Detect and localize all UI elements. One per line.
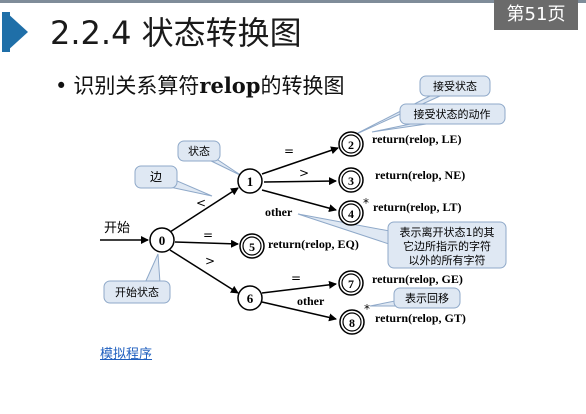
bullet-text-bold: relop [199, 73, 261, 98]
svg-text:6: 6 [247, 291, 254, 306]
bullet-dot: • [55, 74, 68, 98]
edge-6-7: = [261, 271, 337, 294]
edge-0-5: = [174, 228, 239, 248]
svg-text:以外的所有字符: 以外的所有字符 [409, 253, 486, 267]
svg-text:5: 5 [249, 240, 255, 254]
action-state-7: return(relop, GE) [372, 272, 463, 286]
svg-text:8: 8 [349, 316, 355, 330]
title-arrowhead-icon [6, 12, 28, 52]
page-number-badge: 第51页 [494, 0, 578, 30]
action-state-4: return(relop, LT) [373, 200, 461, 214]
callout-other: 表示离开状态1的其 它边所指示的字符 以外的所有字符 [297, 213, 507, 269]
svg-text:0: 0 [159, 233, 166, 248]
slide-title: 2.2.4 状态转换图 [50, 14, 302, 52]
state-0: 0 [149, 227, 175, 253]
svg-text:表示回移: 表示回移 [405, 291, 449, 305]
svg-text:=: = [203, 228, 213, 242]
callout-retract: 表示回移 [369, 287, 461, 309]
svg-text:4: 4 [348, 207, 354, 221]
svg-text:接受状态: 接受状态 [433, 79, 477, 93]
svg-text:1: 1 [247, 174, 254, 189]
state-1: 1 [237, 168, 263, 194]
bullet-text-plain: 识别关系算符 [73, 74, 200, 98]
simulation-program-link[interactable]: 模拟程序 [100, 347, 153, 362]
state-4-accepting: 4 [338, 200, 364, 226]
action-state-2: return(relop, LE) [372, 132, 462, 146]
svg-text:2: 2 [348, 138, 354, 152]
svg-text:边: 边 [150, 170, 162, 184]
state-8-accepting: 8 [339, 309, 365, 335]
action-state-8: return(relop, GT) [375, 311, 466, 325]
retract-marker-4: * [363, 196, 369, 210]
state-2-accepting: 2 [338, 131, 364, 157]
start-arrow: 开始 [100, 221, 149, 244]
svg-text:other: other [265, 205, 293, 219]
edge-1-4: other [261, 189, 337, 219]
retract-marker-8: * [364, 302, 370, 316]
state-3-accepting: 3 [338, 167, 364, 193]
bullet-line: •识别关系算符relop的转换图 [55, 70, 344, 100]
state-5-accepting: 5 [239, 233, 265, 259]
svg-text:开始状态: 开始状态 [115, 285, 159, 299]
callout-accept-action: 接受状态的动作 [371, 103, 506, 133]
svg-text:开始: 开始 [104, 221, 130, 236]
top-border [0, 0, 586, 3]
svg-text:>: > [299, 166, 309, 180]
action-state-3: return(relop, NE) [375, 168, 465, 182]
state-6: 6 [237, 285, 263, 311]
svg-text:<: < [196, 196, 206, 210]
action-state-5: return(relop, EQ) [268, 237, 359, 251]
callout-start-state: 开始状态 [103, 253, 171, 304]
svg-text:状态: 状态 [188, 144, 210, 158]
svg-text:它边所指示的字符: 它边所指示的字符 [403, 239, 491, 253]
svg-text:=: = [284, 144, 294, 158]
svg-text:表示离开状态1的其: 表示离开状态1的其 [400, 225, 495, 239]
edge-1-2: = [261, 144, 339, 175]
callout-state: 状态 [177, 140, 243, 177]
callout-edge: 边 [134, 165, 213, 197]
edge-1-3: > [263, 166, 337, 186]
svg-text:接受状态的动作: 接受状态的动作 [414, 107, 491, 121]
edge-6-8: other [261, 294, 337, 322]
edge-0-1: < [169, 187, 239, 233]
state-7-accepting: 7 [338, 270, 364, 296]
svg-text:=: = [291, 271, 301, 285]
svg-text:7: 7 [348, 277, 354, 291]
svg-text:other: other [297, 294, 325, 308]
svg-text:3: 3 [348, 174, 354, 188]
svg-text:>: > [205, 254, 215, 268]
bullet-text-tail: 的转换图 [260, 74, 345, 98]
edge-0-6: > [169, 249, 239, 294]
